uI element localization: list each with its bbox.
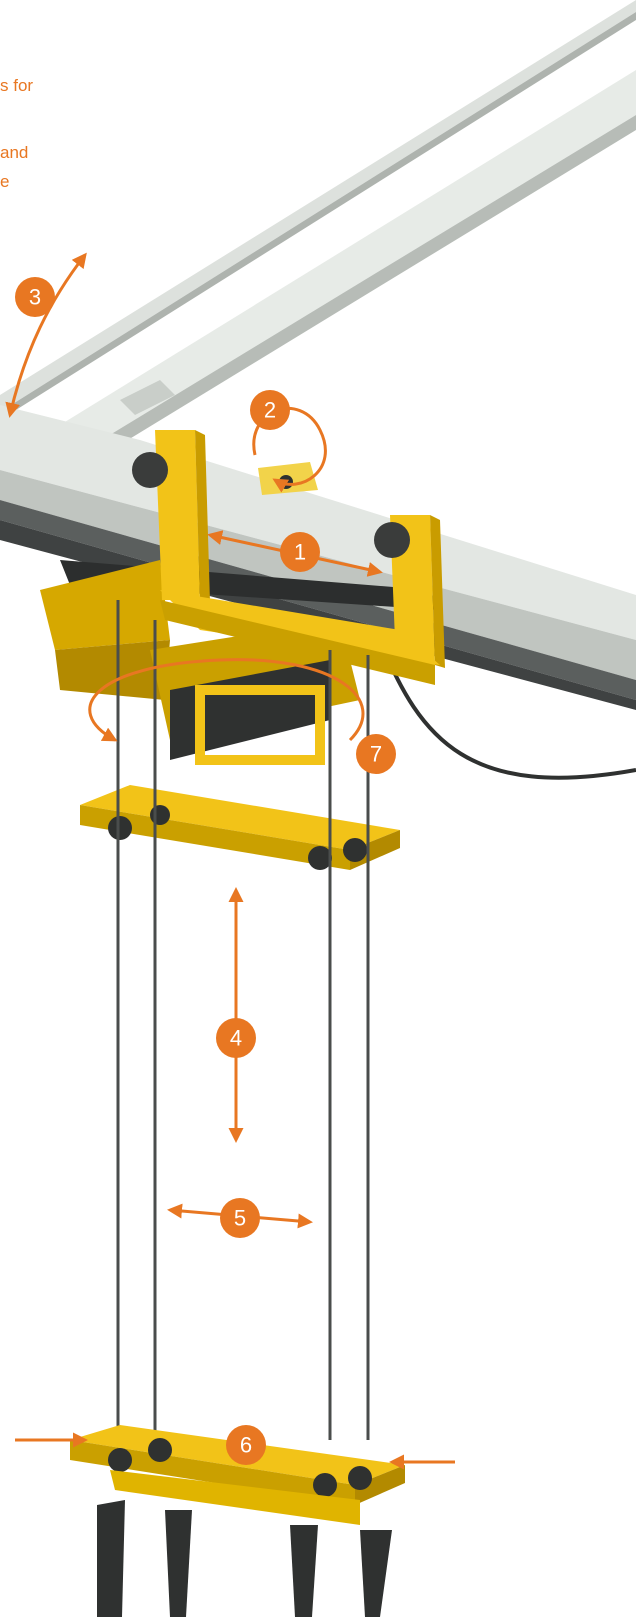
svg-text:6: 6: [240, 1433, 252, 1458]
callout-badge-4: 4: [216, 1018, 256, 1058]
trolley: [40, 560, 360, 765]
u-frame: [132, 430, 445, 685]
svg-text:7: 7: [370, 742, 382, 767]
tilt-arrow-3: [5, 252, 87, 418]
callout-badge-3: 3: [15, 277, 55, 317]
caption-fragment-3: e: [0, 172, 10, 191]
svg-text:4: 4: [230, 1026, 242, 1051]
callout-badge-1: 1: [280, 532, 320, 572]
upper-plate: [80, 785, 400, 870]
callout-badge-7: 7: [356, 734, 396, 774]
callout-badge-6: 6: [226, 1425, 266, 1465]
caption-fragment-2: and: [0, 143, 29, 162]
caption-fragment-1: s for: [0, 76, 34, 95]
annotation-arrows: [5, 252, 455, 1470]
svg-text:5: 5: [234, 1206, 246, 1231]
power-cable: [378, 639, 636, 780]
hoist-cables: [116, 600, 370, 1440]
callout-badges: 1 2 3 4 5 6 7: [15, 277, 396, 1465]
callout-badge-2: 2: [250, 390, 290, 430]
svg-text:3: 3: [29, 285, 41, 310]
svg-text:1: 1: [294, 540, 306, 565]
rotation-frame: [195, 685, 325, 765]
upper-rail: [0, 0, 636, 420]
rotation-arrow-7: [88, 658, 365, 742]
fork-tines: [97, 1500, 392, 1617]
callout-badge-5: 5: [220, 1198, 260, 1238]
svg-text:2: 2: [264, 398, 276, 423]
lower-diagonal-rail: [60, 70, 636, 460]
